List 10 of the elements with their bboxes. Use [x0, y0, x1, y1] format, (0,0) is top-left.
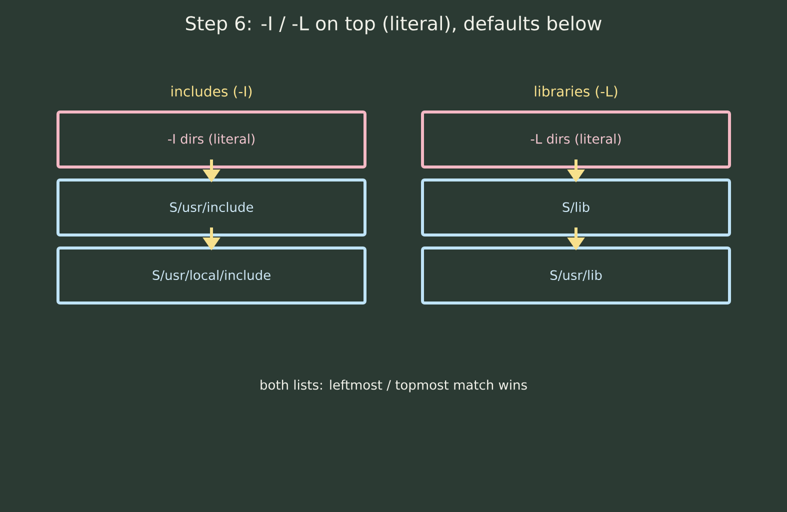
literal-dir-box: -I dirs (literal) — [56, 110, 366, 168]
default-dir-box: S/usr/include — [56, 178, 366, 236]
note: both lists: leftmost / topmost match wins — [260, 380, 527, 392]
column-heading: libraries (-L) — [534, 86, 618, 98]
default-dir-box: S/lib — [421, 178, 731, 236]
default-dir-box: S/usr/local/include — [56, 246, 366, 304]
title: Step 6: -I / -L on top (literal), defaults below — [186, 16, 602, 34]
column-heading: includes (-I) — [172, 86, 252, 98]
literal-dir-box: -L dirs (literal) — [421, 110, 731, 168]
default-dir-box: S/usr/lib — [421, 246, 731, 304]
